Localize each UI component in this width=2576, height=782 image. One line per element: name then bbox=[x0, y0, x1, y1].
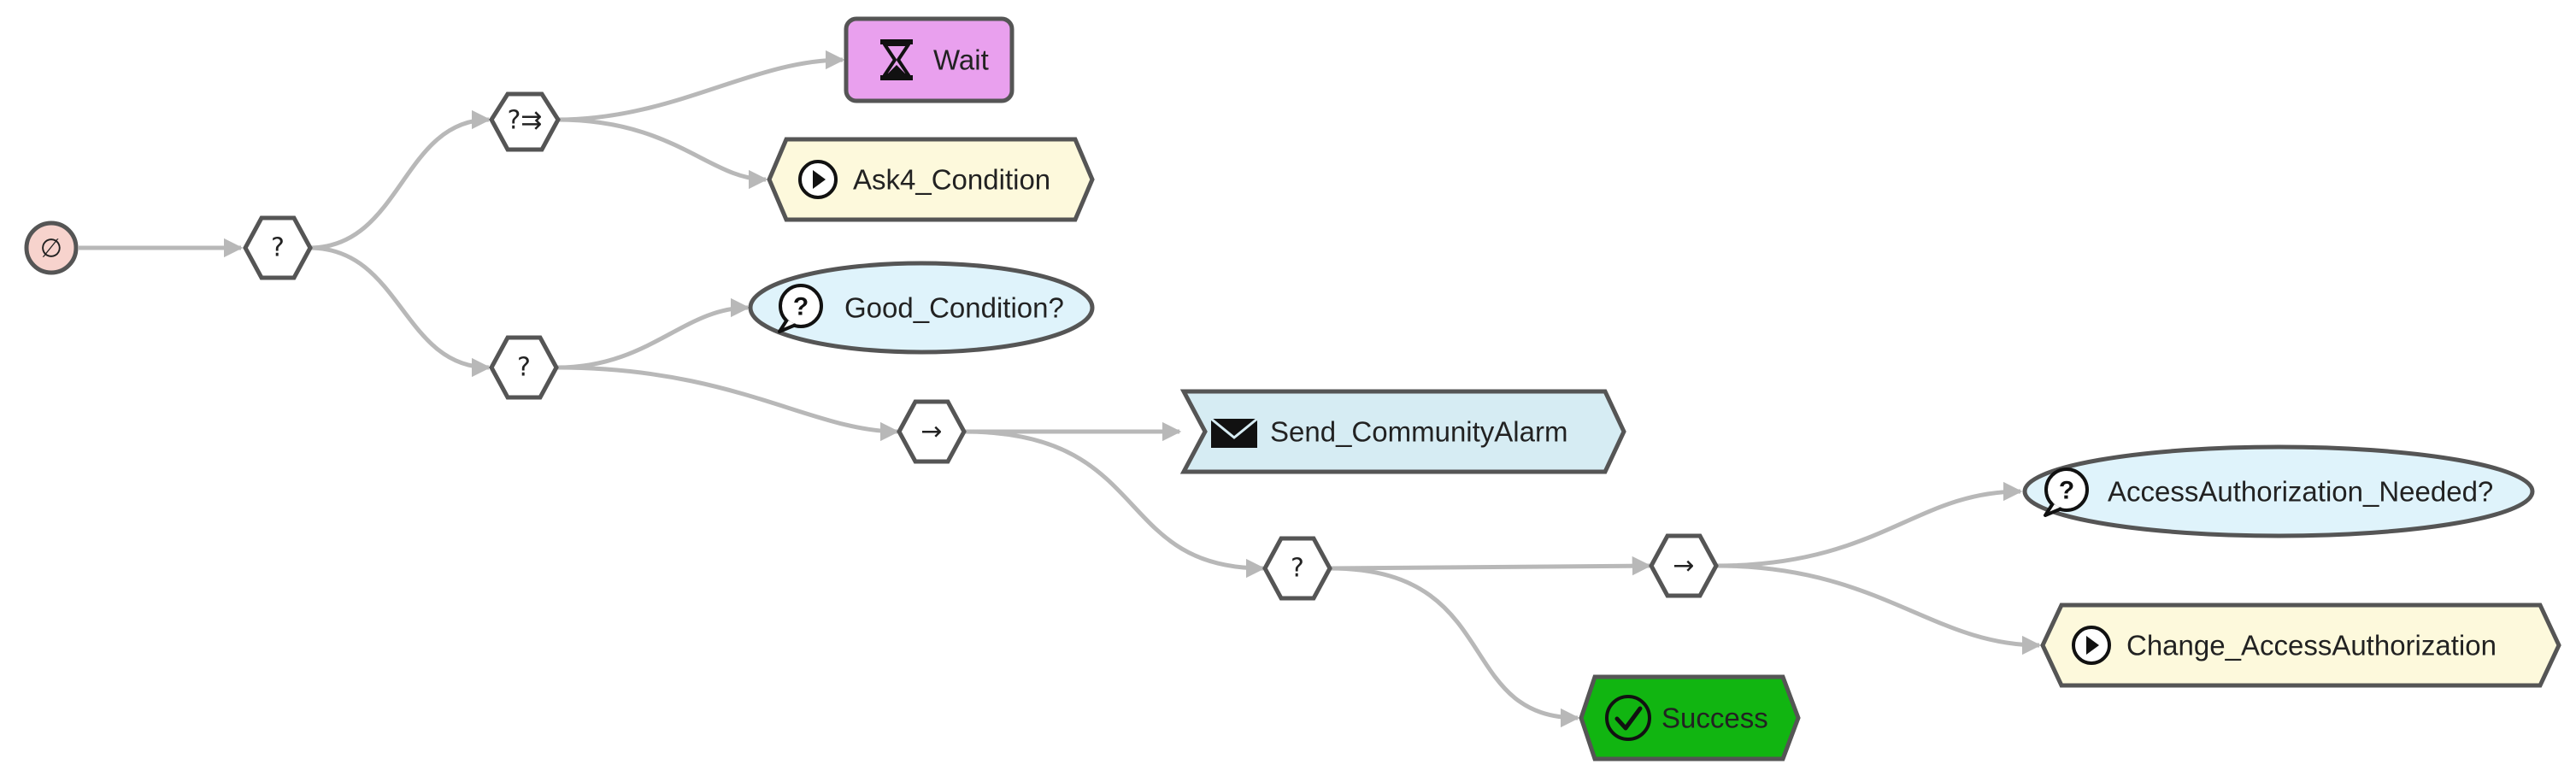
good-condition-box bbox=[748, 261, 1095, 355]
sequence-alarm-symbol: → bbox=[920, 417, 942, 447]
reactive-fallback-node[interactable]: ?⇉ bbox=[489, 91, 561, 152]
edge-fallback-to-fallback-condition bbox=[309, 245, 491, 378]
good-condition-label: Good_Condition? bbox=[844, 292, 1064, 324]
question-bubble-icon: ? bbox=[778, 284, 823, 333]
root-node[interactable]: ∅ bbox=[24, 220, 79, 275]
sequence-node-alarm[interactable]: → bbox=[897, 399, 967, 464]
edge-fallback-access-to-success bbox=[1329, 566, 1580, 728]
envelope-icon bbox=[1210, 417, 1258, 448]
access-authorization-needed-box bbox=[2022, 444, 2535, 538]
success-label: Success bbox=[1661, 703, 1768, 734]
edge-fallback-to-reactive-fallback bbox=[309, 109, 491, 250]
sequence-access-symbol: → bbox=[1673, 551, 1694, 581]
edge-reactive-fallback-to-ask4 bbox=[556, 117, 768, 190]
play-circle-icon bbox=[798, 160, 838, 199]
svg-text:?: ? bbox=[2059, 477, 2074, 505]
edge-fallback-access-to-sequence-access bbox=[1329, 556, 1652, 576]
check-circle-icon bbox=[1605, 695, 1651, 741]
ask4-condition-box bbox=[767, 137, 1095, 222]
play-circle-icon bbox=[2072, 626, 2111, 665]
edge-sequence-access-to-change bbox=[1715, 563, 2042, 656]
sequence-node-access[interactable]: → bbox=[1649, 533, 1719, 598]
fallback-node-main[interactable]: ? bbox=[243, 215, 313, 280]
edge-sequence-access-to-needed bbox=[1715, 481, 2023, 568]
edge-reactive-fallback-to-wait bbox=[556, 50, 845, 122]
edges bbox=[79, 50, 2042, 728]
edge-fallback-condition-to-sequence-alarm bbox=[556, 365, 900, 442]
send-community-alarm-label: Send_CommunityAlarm bbox=[1270, 416, 1567, 448]
fallback-node-condition[interactable]: ? bbox=[489, 335, 559, 400]
hourglass-icon bbox=[880, 39, 913, 80]
leaf-send-community-alarm[interactable]: Send_CommunityAlarm bbox=[1179, 389, 1626, 474]
leaf-success[interactable]: Success bbox=[1579, 674, 1801, 761]
leaf-good-condition[interactable]: ? Good_Condition? bbox=[748, 261, 1095, 355]
question-bubble-icon: ? bbox=[2044, 467, 2089, 517]
change-access-authorization-label: Change_AccessAuthorization bbox=[2126, 630, 2497, 661]
wait-label: Wait bbox=[933, 44, 989, 76]
fallback-condition-symbol: ? bbox=[517, 353, 531, 383]
fallback-node-access[interactable]: ? bbox=[1262, 536, 1332, 601]
change-access-authorization-box bbox=[2040, 603, 2561, 688]
fallback-access-symbol: ? bbox=[1291, 554, 1304, 584]
leaf-wait[interactable]: Wait bbox=[844, 16, 1015, 103]
ask4-condition-label: Ask4_Condition bbox=[853, 164, 1050, 196]
fallback-symbol: ? bbox=[271, 233, 285, 263]
access-authorization-needed-label: AccessAuthorization_Needed? bbox=[2108, 476, 2493, 508]
leaf-change-access-authorization[interactable]: Change_AccessAuthorization bbox=[2040, 603, 2561, 688]
edge-fallback-condition-to-good-condition bbox=[556, 297, 750, 370]
send-community-alarm-box bbox=[1179, 389, 1626, 474]
reactive-fallback-symbol: ?⇉ bbox=[507, 106, 542, 136]
edge-sequence-alarm-to-fallback-access bbox=[963, 429, 1266, 579]
leaf-access-authorization-needed[interactable]: ? AccessAuthorization_Needed? bbox=[2022, 444, 2535, 538]
svg-text:?: ? bbox=[793, 293, 809, 321]
root-symbol: ∅ bbox=[40, 234, 62, 264]
leaf-ask4-condition[interactable]: Ask4_Condition bbox=[767, 137, 1095, 222]
